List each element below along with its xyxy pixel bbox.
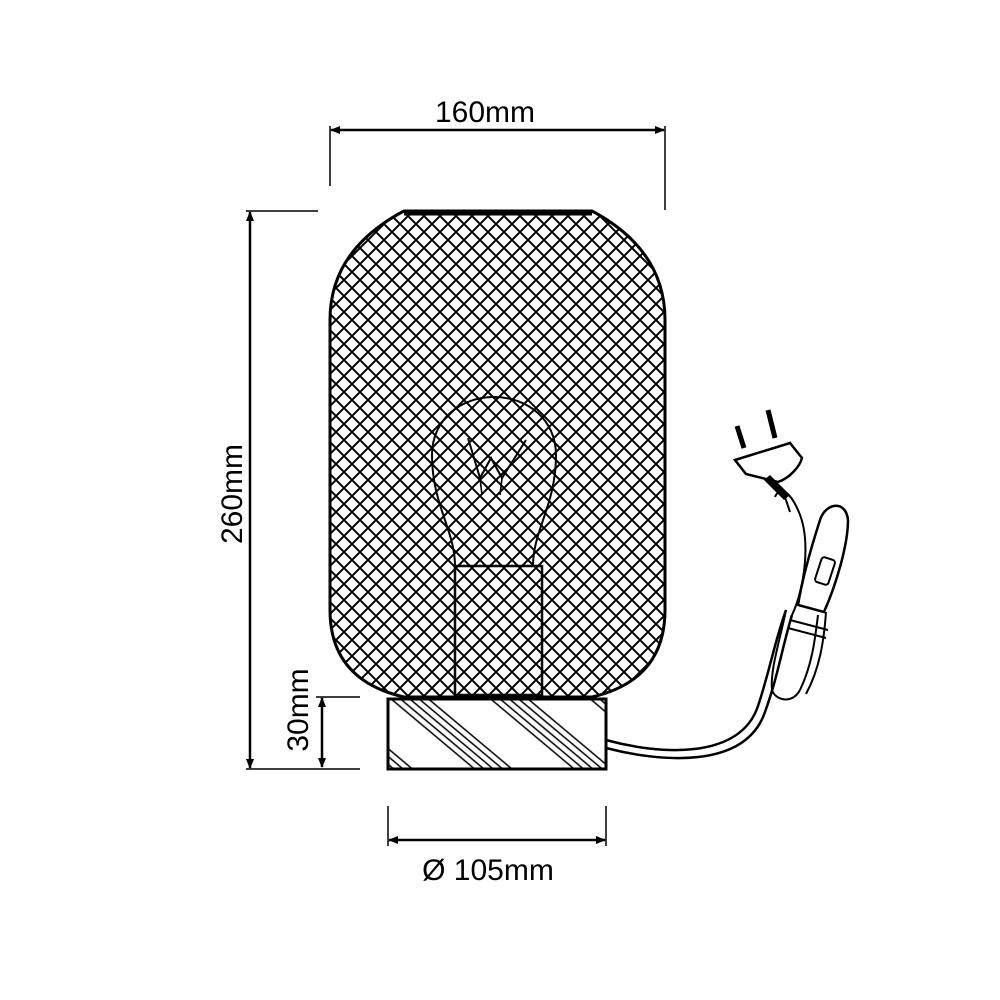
base-diameter-label: Ø 105mm — [422, 854, 554, 887]
plug-icon — [732, 409, 804, 513]
bulb-socket — [453, 564, 544, 697]
width-dimension: 160mm — [329, 96, 666, 210]
width-label: 160mm — [435, 96, 535, 129]
bulb-icon — [430, 395, 558, 697]
base-height-dimension: 30mm — [282, 668, 360, 768]
base-height-label: 30mm — [282, 668, 315, 751]
height-dimension: 260mm — [216, 210, 360, 770]
base-diameter-dimension: Ø 105mm — [387, 806, 607, 887]
height-label: 260mm — [216, 444, 249, 544]
wooden-base — [386, 697, 608, 771]
inline-switch-icon — [787, 504, 850, 639]
mesh-shade — [328, 209, 667, 699]
